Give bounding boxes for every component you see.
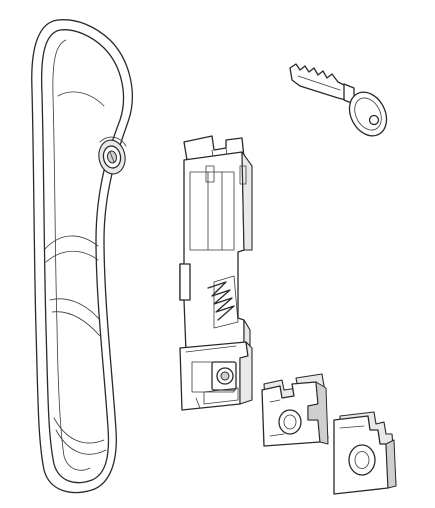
lock-mechanism-icon	[179, 135, 253, 411]
key-icon	[289, 63, 388, 137]
lever-handle-icon	[31, 19, 133, 494]
keeper-plate-icon	[333, 411, 397, 495]
keeper-bracket-icon	[261, 373, 329, 447]
